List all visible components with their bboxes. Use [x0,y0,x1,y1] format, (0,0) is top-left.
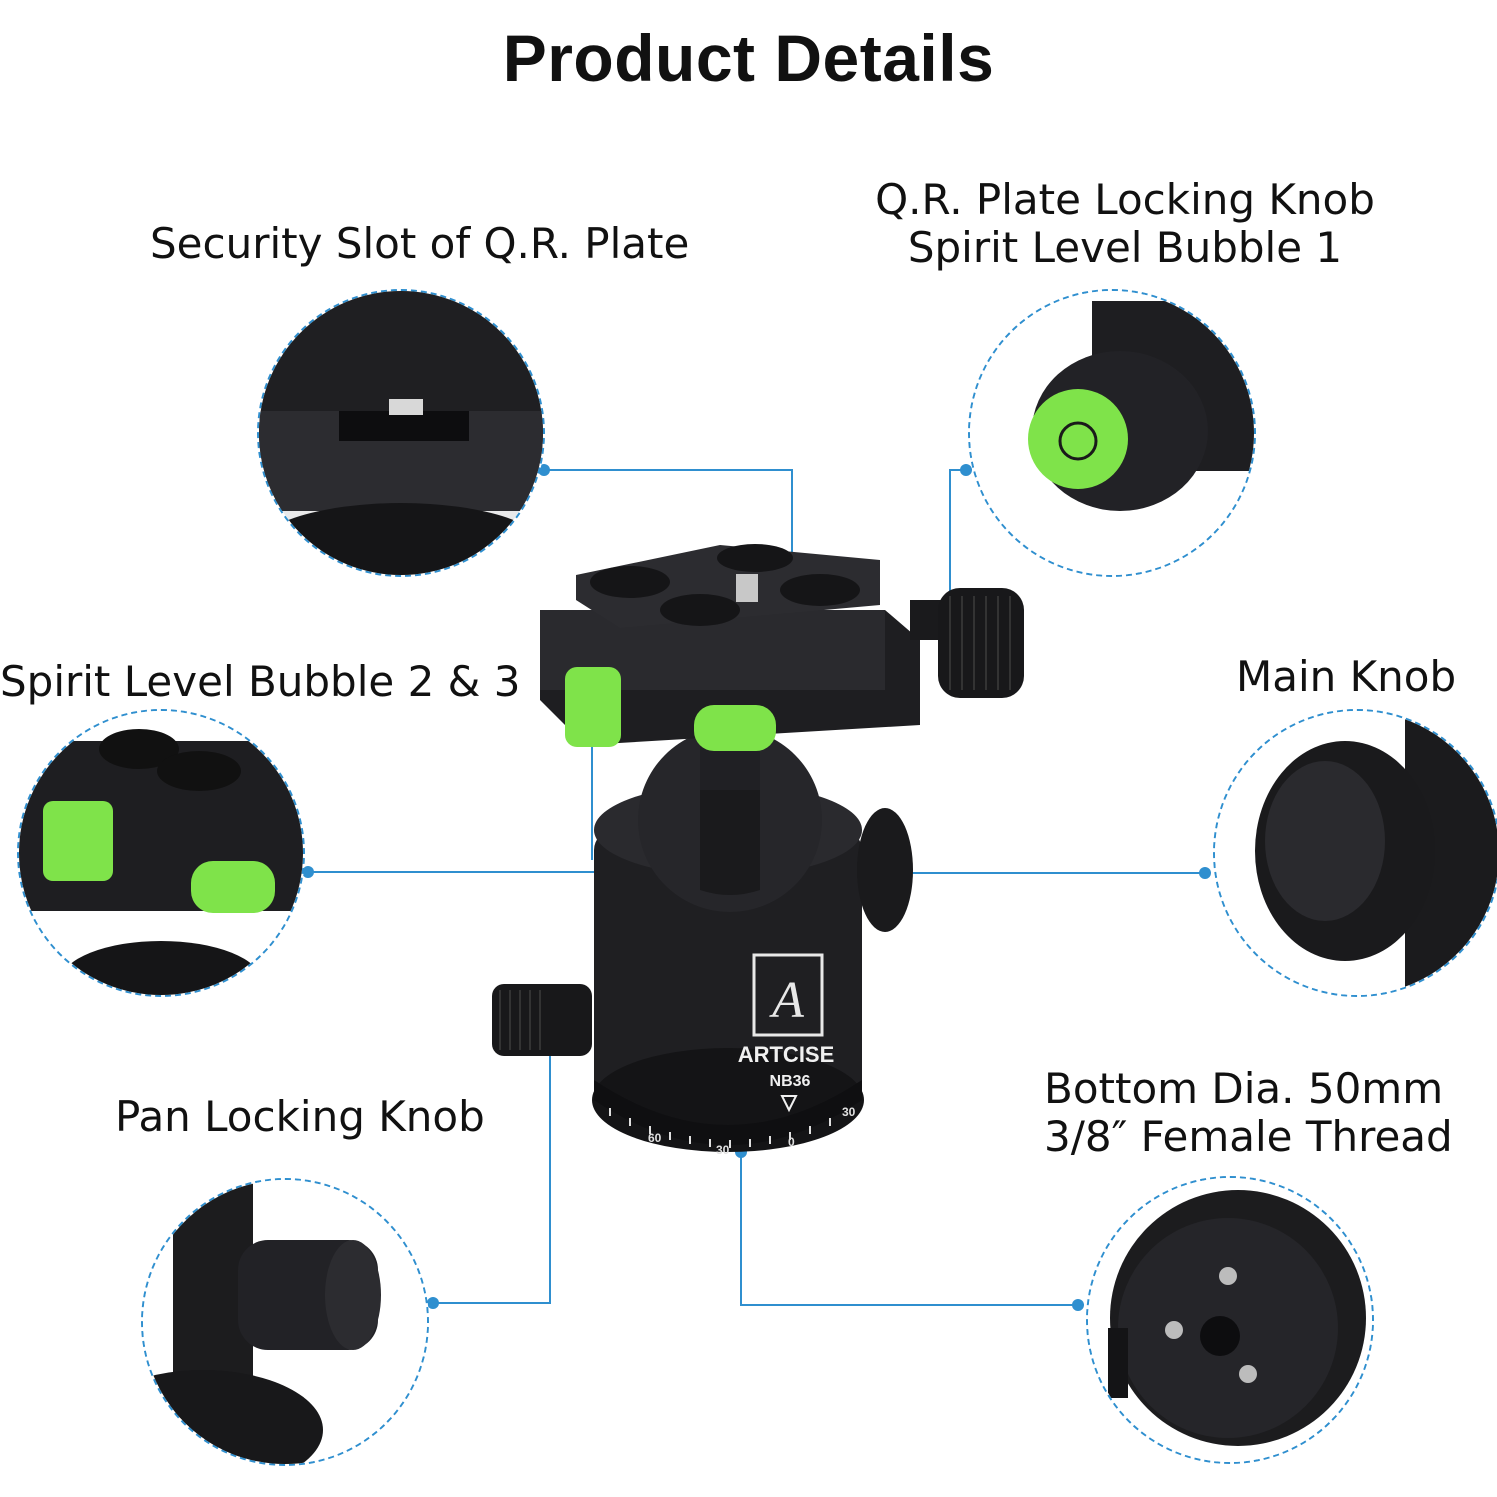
plate-pads [590,544,860,626]
qr-knob-closeup [970,291,1254,575]
brand-logo-mark: A [769,972,804,1029]
spirit-level-bubble-3 [694,705,776,751]
scale-number: 30 [842,1105,856,1119]
callout-line-pan-knob [433,1040,551,1304]
label-qr-line1: Q.R. Plate Locking Knob [875,175,1375,224]
detail-main-knob [1213,709,1497,997]
spirit-level-bubble-2 [565,667,621,747]
label-bottom-line2: 3/8″ Female Thread [1044,1112,1453,1161]
callout-line-bottom [740,1152,1078,1306]
index-mark [780,1095,798,1113]
brand-name: ARTCISE [738,1042,835,1067]
scale-number: 60 [648,1131,662,1145]
scale-ticks [609,1108,831,1148]
pan-knob-closeup [143,1180,427,1464]
detail-qr-knob [968,289,1256,577]
main-knob-closeup [1215,711,1497,995]
spirit-level-closeup [19,711,303,995]
label-main-knob: Main Knob [1236,652,1457,701]
label-bottom-line1: Bottom Dia. 50mm [1044,1064,1444,1113]
detail-security-slot [257,289,545,577]
label-spirit-level-2-3: Spirit Level Bubble 2 & 3 [0,657,521,706]
label-bottom: Bottom Dia. 50mm 3/8″ Female Thread [1044,1065,1453,1161]
page-title: Product Details [502,21,995,95]
detail-bottom [1086,1176,1374,1464]
thread-hole-icon [1200,1316,1240,1356]
bubble-level-icon [1028,389,1128,489]
bottom-thread-closeup [1088,1178,1372,1462]
security-slot-closeup [259,291,543,575]
label-qr-plate-knob: Q.R. Plate Locking Knob Spirit Level Bub… [870,176,1380,272]
detail-pan-knob [141,1178,429,1466]
label-pan-locking-knob: Pan Locking Knob [115,1092,485,1141]
detail-spirit-level-2-3 [17,709,305,997]
ball-head-illustration: A ARTCISE NB36 60 30 0 30 [492,544,1024,1157]
model-name: NB36 [770,1073,811,1090]
label-security-slot: Security Slot of Q.R. Plate [150,219,690,268]
label-qr-line2: Spirit Level Bubble 1 [907,223,1343,272]
scale-number: 30 [716,1143,730,1157]
scale-number: 0 [788,1135,795,1149]
